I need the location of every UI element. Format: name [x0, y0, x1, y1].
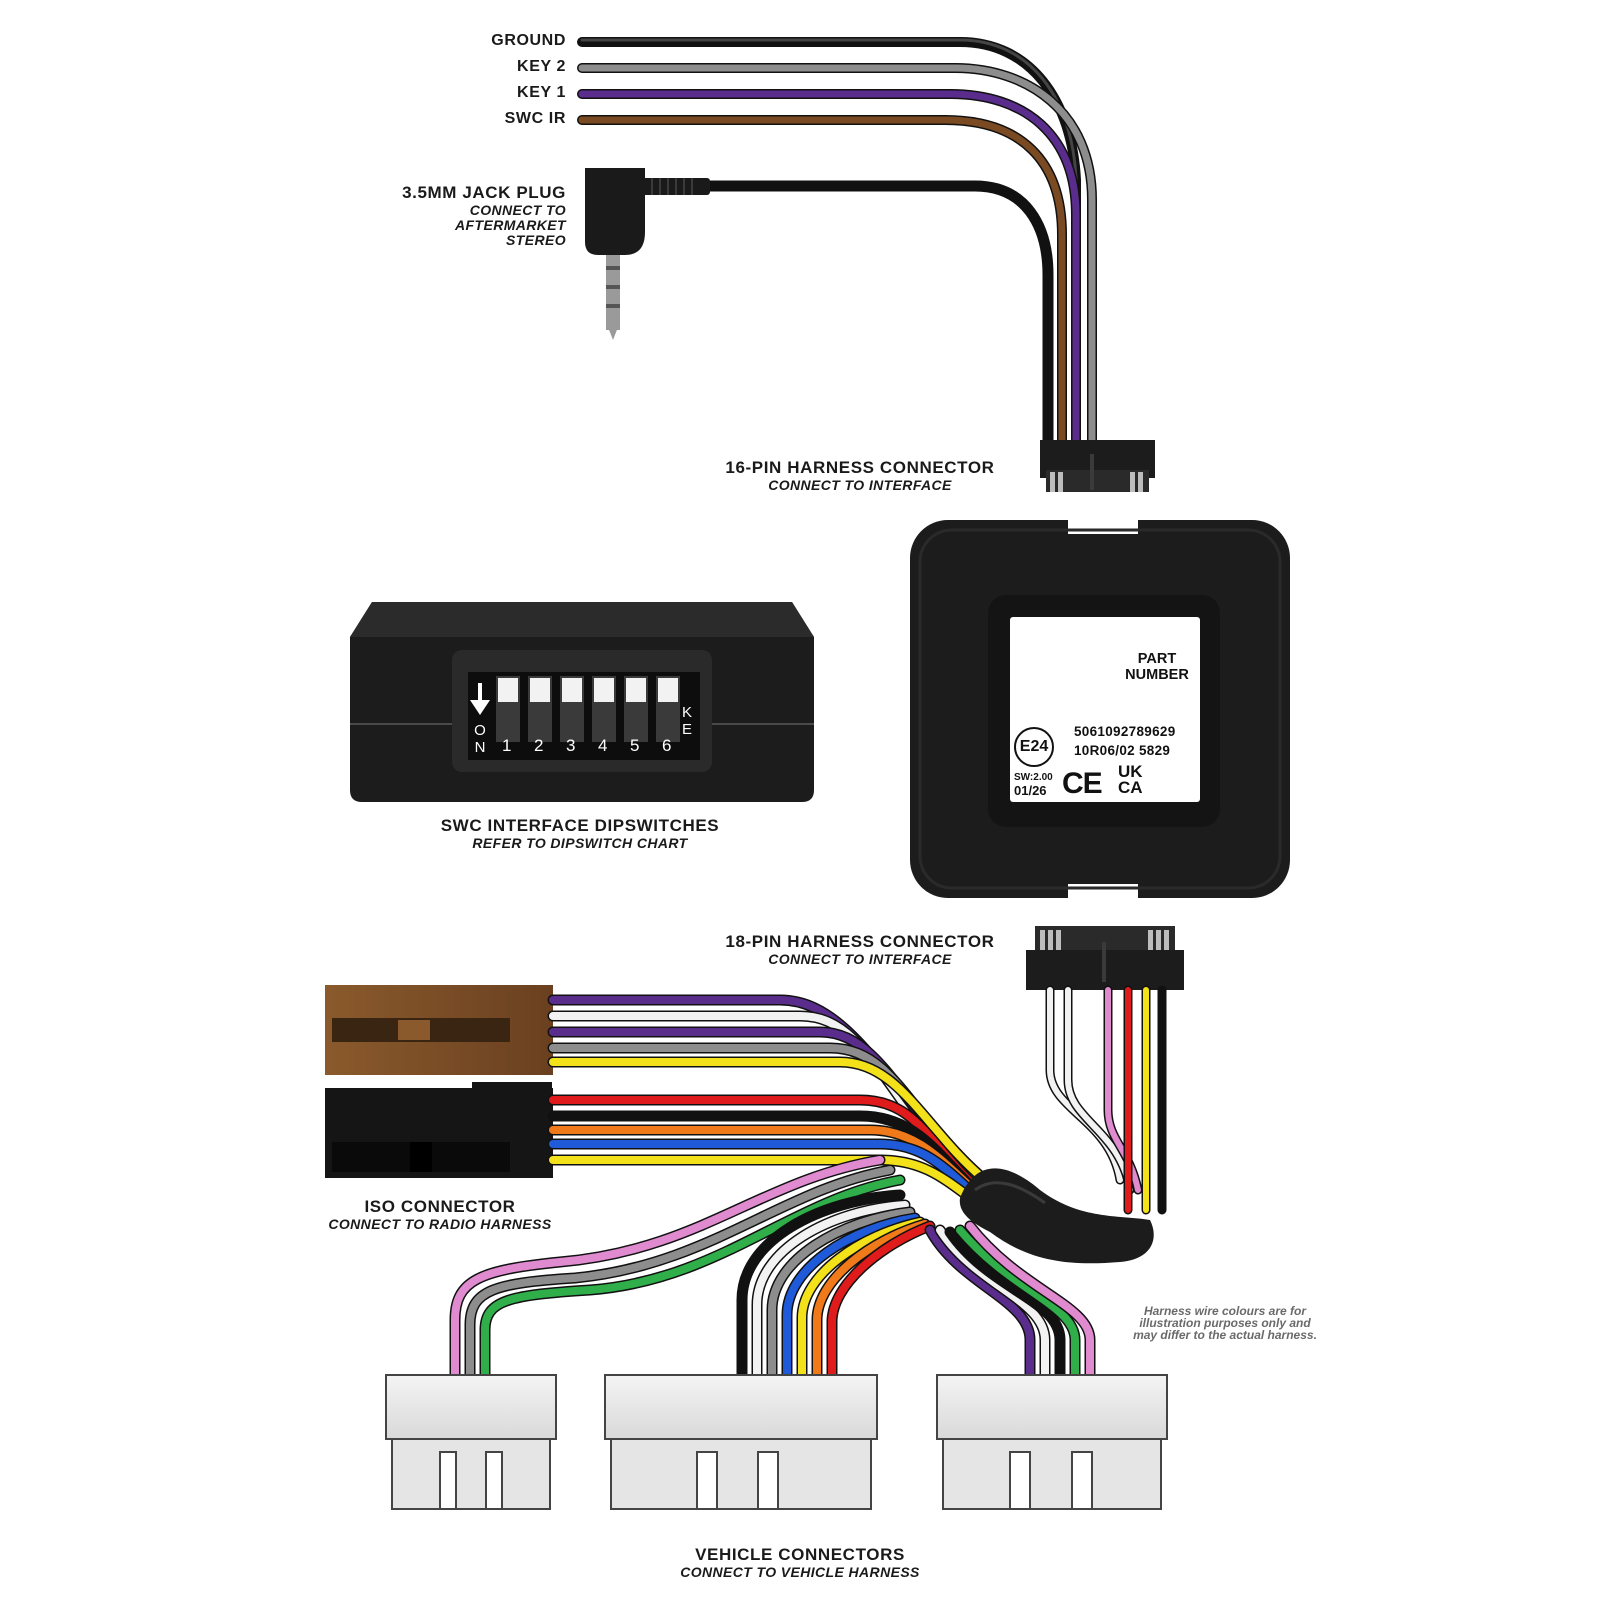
dip-switches [496, 676, 680, 742]
18-pin-label: 18-PIN HARNESS CONNECTOR CONNECT TO INTE… [705, 932, 1015, 967]
iso-connector-black [325, 1082, 553, 1178]
16-pin-sub: CONNECT TO INTERFACE [768, 477, 952, 493]
part-number-text: PART NUMBER [1125, 651, 1189, 683]
disclaimer-line-2: illustration purposes only and [1139, 1316, 1311, 1330]
dip-number-3: 3 [566, 736, 576, 755]
16-pin-label: 16-PIN HARNESS CONNECTOR CONNECT TO INTE… [700, 458, 1020, 493]
16-pin-title: 16-PIN HARNESS CONNECTOR [725, 458, 995, 477]
18-pin-title: 18-PIN HARNESS CONNECTOR [725, 932, 995, 951]
disclaimer-line-3: may differ to the actual harness. [1133, 1328, 1317, 1342]
e24-mark-icon: E24 [1014, 727, 1054, 767]
vehicle-connector-right [936, 1374, 1168, 1510]
top-wire-bundle [577, 37, 1097, 446]
iso-connector-title: ISO CONNECTOR [364, 1197, 516, 1216]
dip-number-4: 4 [598, 736, 608, 755]
ce-mark-icon: CE [1062, 767, 1103, 800]
wire-sleeve [959, 1168, 1154, 1264]
dip-number-2: 2 [534, 736, 544, 755]
jack-plug-sub3: STEREO [506, 232, 566, 248]
iso-connector-brown [325, 985, 553, 1075]
dip-arrow-icon [470, 683, 490, 715]
dip-number-1: 1 [502, 736, 512, 755]
dipswitch-label: SWC INTERFACE DIPSWITCHES REFER TO DIPSW… [400, 816, 760, 851]
interface-product-label: PART NUMBER E24 5061092789629 10R06/02 5… [1010, 617, 1200, 802]
dip-on-label: O N [474, 722, 486, 756]
disclaimer-note: Harness wire colours are for illustratio… [1110, 1305, 1340, 1341]
disclaimer-line-1: Harness wire colours are for [1143, 1304, 1307, 1318]
key2-wire-label: KEY 2 [517, 58, 566, 75]
vehicle-connector-middle [604, 1374, 878, 1510]
18-pin-connector [1026, 926, 1184, 990]
dip-ke-label: K E [681, 704, 692, 738]
approval-number: 10R06/02 5829 [1074, 743, 1171, 758]
swc-ir-wire-label: SWC IR [504, 110, 566, 127]
dip-number-6: 6 [662, 736, 672, 755]
18-pin-wires [1045, 985, 1167, 1215]
software-version: SW:2.00 [1014, 772, 1053, 783]
jack-plug-label: 3.5MM JACK PLUG CONNECT TO AFTERMARKET S… [330, 183, 566, 248]
iso-wires [547, 994, 996, 1218]
jack-plug-sub2: AFTERMARKET [455, 217, 566, 233]
ukca-mark-icon: UK CA [1118, 762, 1143, 797]
iso-connector-sub: CONNECT TO RADIO HARNESS [328, 1216, 552, 1232]
jack-plug [585, 168, 710, 340]
barcode-number: 5061092789629 [1074, 724, 1176, 739]
jack-plug-sub1: CONNECT TO [469, 202, 566, 218]
vehicle-connectors-title: VEHICLE CONNECTORS [695, 1545, 905, 1564]
right-vehicle-wires [924, 1220, 1096, 1381]
18-pin-sub: CONNECT TO INTERFACE [768, 951, 952, 967]
ground-wire-label: GROUND [491, 32, 566, 49]
jack-plug-title: 3.5MM JACK PLUG [402, 183, 566, 202]
vehicle-connectors-label: VEHICLE CONNECTORS CONNECT TO VEHICLE HA… [640, 1545, 960, 1580]
middle-vehicle-wires [736, 1189, 936, 1381]
iso-connector-label: ISO CONNECTOR CONNECT TO RADIO HARNESS [300, 1197, 580, 1232]
dipswitch-sub: REFER TO DIPSWITCH CHART [472, 835, 688, 851]
manufacture-date: 01/26 [1014, 783, 1047, 798]
vehicle-connector-left [385, 1374, 557, 1510]
key1-wire-label: KEY 1 [517, 84, 566, 101]
16-pin-connector [1040, 440, 1155, 492]
left-vehicle-wires [449, 1154, 906, 1381]
vehicle-connectors-sub: CONNECT TO VEHICLE HARNESS [680, 1564, 920, 1580]
dipswitch-title: SWC INTERFACE DIPSWITCHES [440, 816, 720, 835]
dip-number-5: 5 [630, 736, 640, 755]
